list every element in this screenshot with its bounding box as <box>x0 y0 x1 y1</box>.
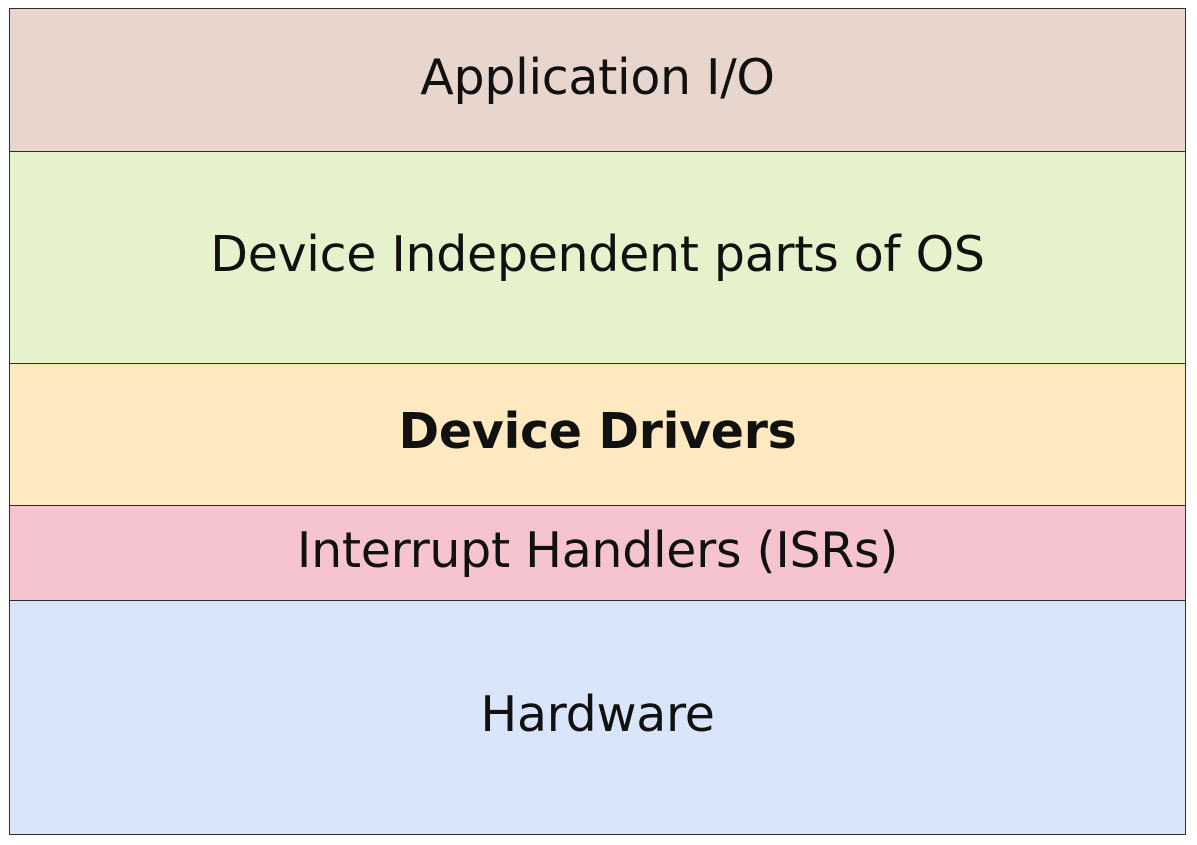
layer-application-io-label: Application I/O <box>420 48 775 106</box>
layer-device-drivers-label: Device Drivers <box>398 403 797 460</box>
layer-hardware-label: Hardware <box>480 686 715 743</box>
layer-interrupt-handlers-label: Interrupt Handlers (ISRs) <box>296 521 899 579</box>
io-layer-stack: Application I/O Device Independent parts… <box>9 8 1186 835</box>
layer-device-independent-os-label: Device Independent parts of OS <box>210 226 985 283</box>
layer-interrupt-handlers: Interrupt Handlers (ISRs) <box>10 505 1185 600</box>
layer-device-drivers: Device Drivers <box>10 363 1185 505</box>
layer-hardware: Hardware <box>10 600 1185 834</box>
layer-application-io: Application I/O <box>10 9 1185 151</box>
layer-device-independent-os: Device Independent parts of OS <box>10 151 1185 363</box>
